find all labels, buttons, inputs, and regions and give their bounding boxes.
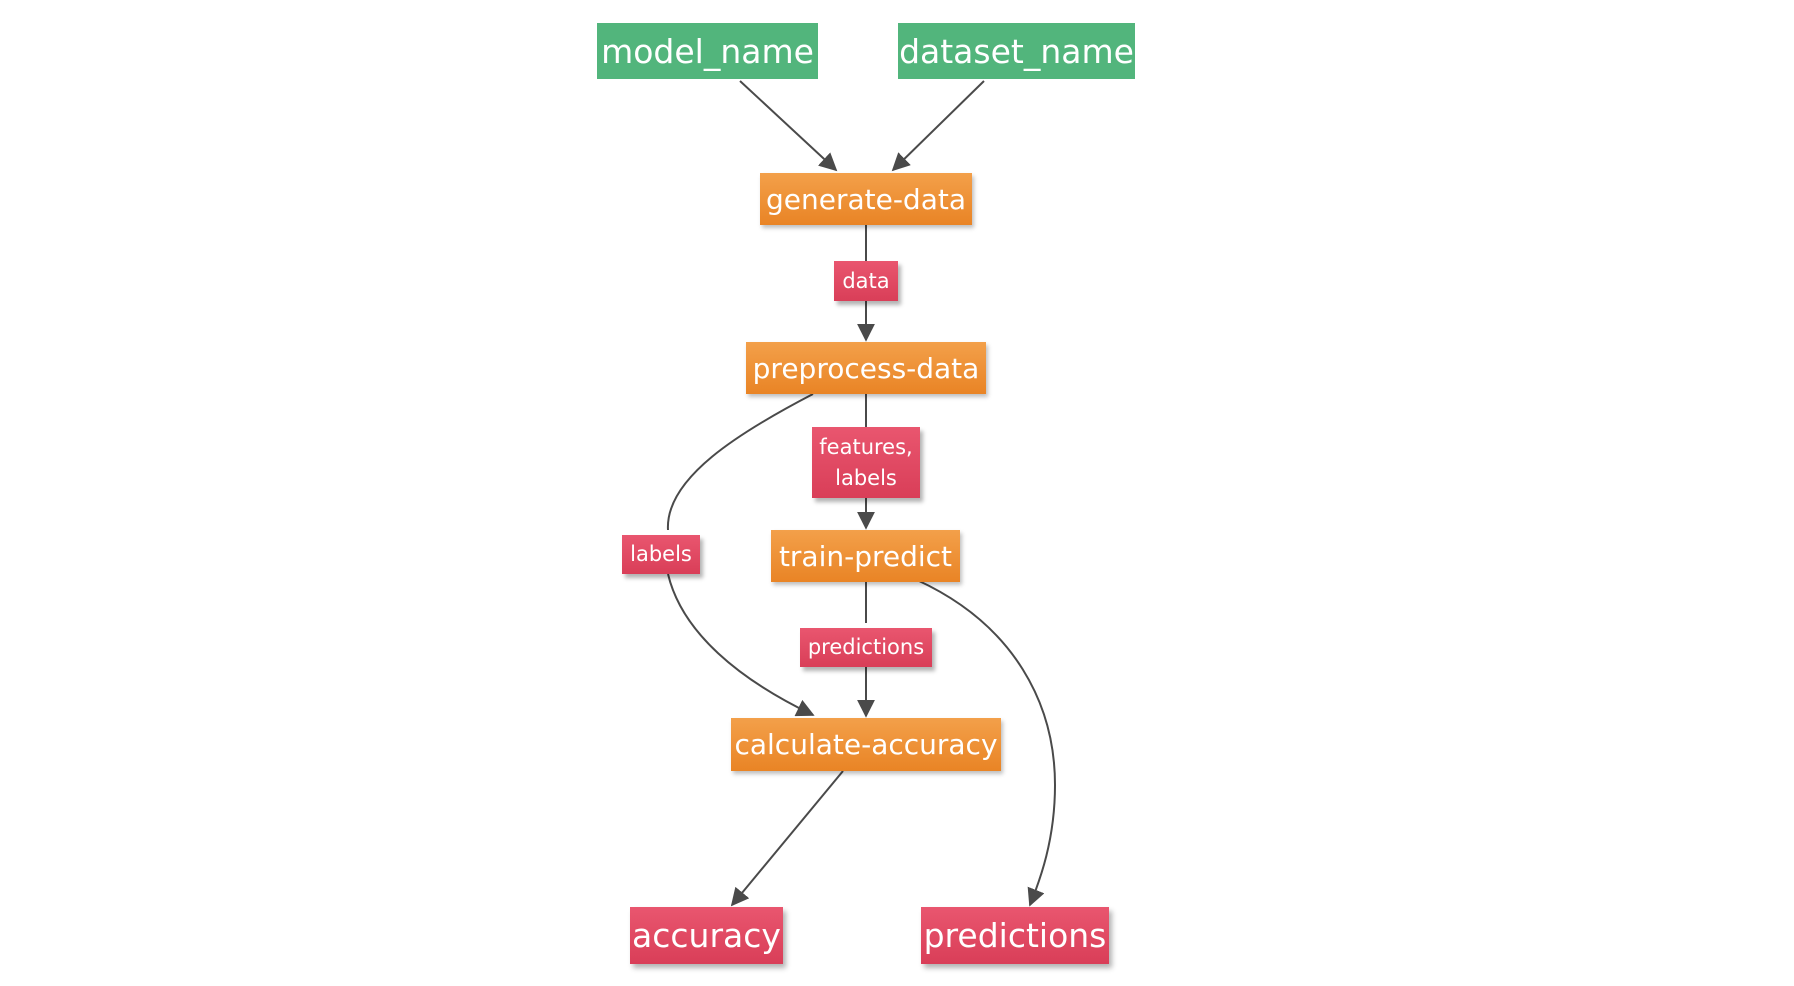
step-preprocess-data-text: preprocess-data: [752, 351, 980, 385]
edge-label-labels: labels: [622, 535, 700, 574]
edge-dataset-name-to-generate-data: [891, 80, 985, 172]
output-accuracy-text: accuracy: [632, 916, 781, 955]
step-calculate-accuracy-text: calculate-accuracy: [734, 728, 998, 761]
step-train-predict-text: train-predict: [778, 539, 953, 573]
output-predictions: predictions: [921, 907, 1109, 964]
input-dataset-name-text: dataset_name: [899, 31, 1134, 71]
edge-model-name-to-generate-data: [739, 80, 838, 172]
edge-train-predict-to-predictions-output: [916, 579, 1057, 907]
edge-preprocess-data-to-labels: [666, 393, 814, 531]
edge-calculate-accuracy-to-accuracy: [730, 770, 844, 907]
output-accuracy: accuracy: [630, 907, 783, 964]
edge-label-features-labels: features, labels: [812, 427, 920, 498]
output-predictions-text: predictions: [923, 916, 1107, 955]
edge-label-features-labels-line1: features,: [819, 435, 913, 460]
edge-label-predictions: predictions: [800, 628, 932, 667]
step-preprocess-data: preprocess-data: [746, 342, 986, 394]
edge-label-predictions-text: predictions: [807, 635, 925, 660]
edge-label-labels-text: labels: [630, 542, 692, 567]
edge-label-data-text: data: [842, 268, 890, 293]
step-train-predict: train-predict: [771, 530, 960, 582]
edge-labels-to-calculate-accuracy: [667, 573, 815, 717]
input-model-name-text: model_name: [601, 31, 814, 71]
edge-label-features-labels-line2: labels: [835, 465, 897, 490]
edge-label-data: data: [834, 261, 898, 301]
step-calculate-accuracy: calculate-accuracy: [731, 718, 1001, 771]
input-model-name: model_name: [597, 23, 818, 79]
step-generate-data-text: generate-data: [765, 182, 967, 216]
step-generate-data: generate-data: [760, 173, 972, 225]
input-dataset-name: dataset_name: [898, 23, 1135, 79]
